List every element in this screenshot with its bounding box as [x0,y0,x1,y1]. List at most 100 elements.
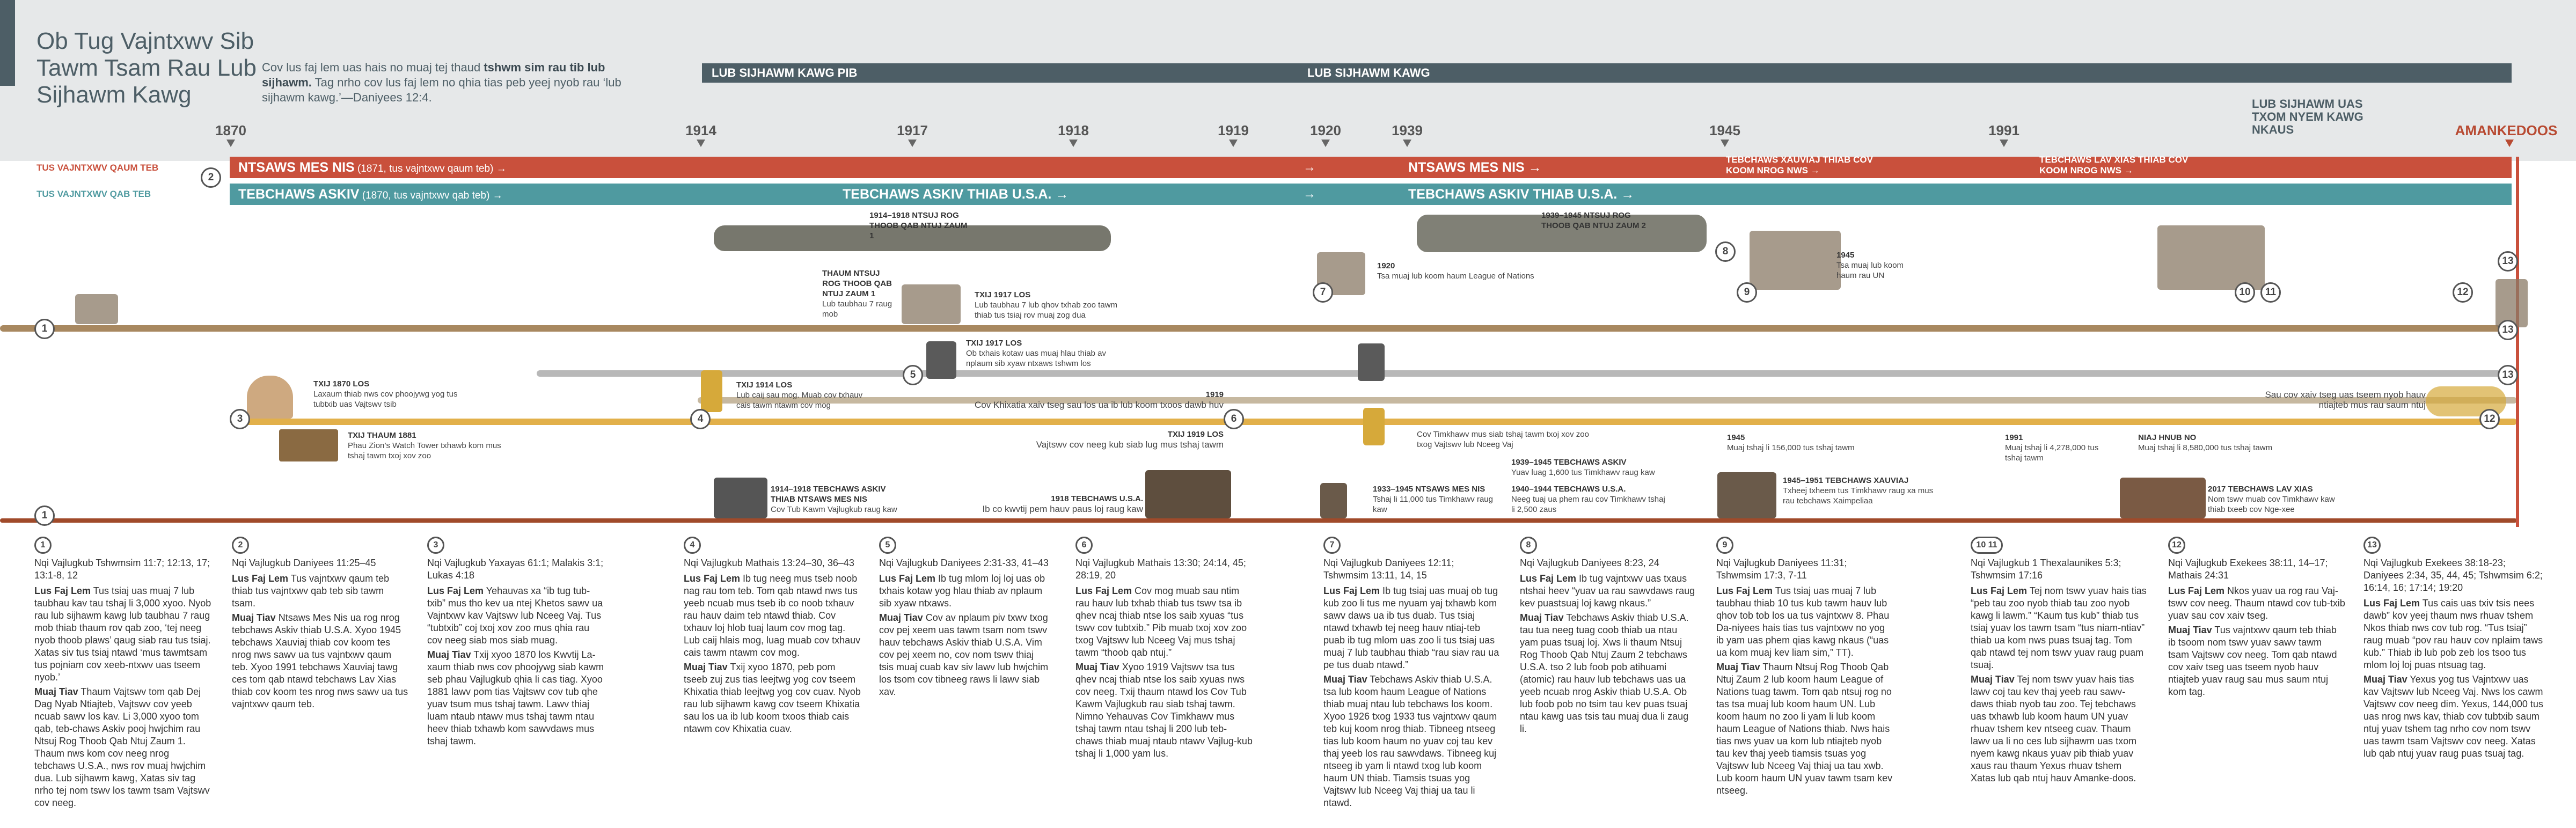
footnote-fulfillment: Tebchaws Askiv thiab U.S.A. tau tua neeg… [1520,612,1689,734]
armageddon-line [2516,157,2519,527]
label-king-south: TUS VAJNTXWV QAB TEB [36,189,151,199]
label-fulfillment: Muaj Tiav [1971,674,2015,685]
footnote-number: 5 [879,537,896,554]
footnote-1: 1 Nqi Vajlugkub Tshwmsim 11:7; 12:13, 17… [34,537,211,811]
label-fulfillment: Muaj Tiav [1716,662,1760,672]
train-illustration [1717,472,1776,518]
band-king-south: TEBCHAWS ASKIV (1870, tus vajntxwv qab t… [230,184,2512,205]
churches-illustration [2157,225,2265,290]
footnote-ref: Nqi Vajlugkub Daniyees 12:11; Tshwmsim 1… [1323,558,1454,581]
footnote-5: 5 Nqi Vajlugkub Daniyees 2:31-33, 41–43 … [879,537,1051,700]
footnote-ref: Nqi Vajlugkub Mathais 13:24–30, 36–43 [684,558,854,568]
event-title: 1914–1918 TEBCHAWS ASKIV THIAB NTSAWS ME… [771,485,886,504]
footnote-number: 4 [684,537,701,554]
footnote-prophecy: Tus vajntxwv qaum teb thiab tus vajntxwv… [232,573,390,609]
iron-feet-illustration [1358,343,1385,381]
year-marker [908,140,917,147]
north-band-soviet: TEBCHAWS XAUVIAJ THIAB COV KOOM NROG NWS… [1726,155,1873,175]
footnote-ref: Nqi Vajlugkub Yaxayas 61:1; Malakis 3:1;… [427,558,604,581]
footnote-ref: Nqi Vajlugkub Daniyees 8:23, 24 [1520,558,1659,568]
badge-8: 8 [1715,241,1736,262]
badge-13-image: 13 [2498,365,2518,385]
footnote-fulfillment: Txij xyoo 1870, peb pom tseeb zuj zus ti… [684,662,861,734]
badge-13-beast: 13 [2498,320,2518,340]
year-marker [697,140,705,147]
lane-beast [0,325,2517,332]
footnote-prophecy: Yehauvas xa “ib tug tub-txib” mus tho ke… [427,585,603,646]
south-band-anglo-american-2: TEBCHAWS ASKIV THIAB U.S.A. → [1408,187,1635,202]
label-fulfillment: Muaj Tiav [2168,625,2212,635]
ww2-illustration [1417,215,1707,252]
badge-5: 5 [903,365,923,385]
year-1919: 1919 [1218,122,1249,138]
event-text: Lub caij sau mog. Muab cov txhauv cais t… [736,391,863,410]
event-title: 1918 TEBCHAWS U.S.A. [1051,494,1143,503]
footnote-prophecy: Tus tsiaj uas muaj 7 lub taubhau thiab 1… [1716,585,1890,658]
footnote-3: 3 Nqi Vajlugkub Yaxayas 61:1; Malakis 3:… [427,537,604,750]
year-marker [2505,140,2514,147]
footnote-number: 12 [2168,537,2185,554]
label-fulfillment: Muaj Tiav [879,612,923,623]
label-prophecy: Lus Faj Lem [1075,585,1132,596]
event-text: Tsa muaj lub koom haum League of Nations [1377,272,1534,281]
event-text: Ib co kwvtij pem hauv paus loj raug kaw [982,504,1143,514]
year-1870: 1870 [215,122,246,138]
year-1917: 1917 [897,122,928,138]
badge-11: 11 [2260,282,2281,303]
event-persecution-1940: 1940–1944 TEBCHAWS U.S.A.Neeg tuaj ua ph… [1511,484,1667,515]
footnote-prophecy: Nkos yuav ua rog rau Vaj-tswv cov neeg. … [2168,585,2345,621]
intro-rest: Tag nrho cov lus faj lem no qhia tias pe… [262,76,621,104]
event-text: Tshaj li 11,000 tus Timkhawv raug kaw [1373,495,1493,514]
badge-3: 3 [230,409,250,429]
label-prophecy: Lus Faj Lem [879,573,936,584]
label-fulfillment: Muaj Tiav [427,649,471,660]
footnote-ref: Nqi Vajlugkub Mathais 13:30; 24:14, 45; … [1075,558,1246,581]
footnote-fulfillment: Thaum Ntsuj Rog Thoob Qab Ntuj Zaum 2 lu… [1716,662,1893,796]
footnote-fulfillment: Xyoo 1919 Vajtswv tsa tus qhev ncaj thia… [1075,662,1253,759]
event-text: Yuav luag 1,600 tus Timkhawv raug kaw [1511,468,1655,477]
label-fulfillment: Muaj Tiav [2363,674,2407,685]
event-text: Muaj tshaj li 156,000 tus tshaj tawm [1727,443,1855,452]
side-accent [0,0,15,86]
event-ww1: 1914–1918 NTSUJ ROG THOOB QAB NTUJ ZAUM … [869,210,971,241]
year-1939: 1939 [1392,122,1423,138]
year-armageddon: AMANKEDOOS [2455,122,2558,138]
label-fulfillment: Muaj Tiav [1323,674,1367,685]
north-band-germany: NTSAWS MES NIS [238,160,355,175]
year-1945: 1945 [1709,122,1740,138]
intro-text: Cov lus faj lem uas hais no muaj tej tha… [262,60,638,105]
year-1918: 1918 [1058,122,1089,138]
label-king-north: TUS VAJNTXWV QAUM TEB [36,163,159,173]
event-text: Cov Khixatia xaiv tseg sau los ua ib lub… [975,400,1224,410]
event-title: 2017 TEBCHAWS LAV XIAS [2208,485,2313,494]
badge-12-preaching: 12 [2479,409,2500,429]
north-band-germany-note: (1871, tus vajntxwv qaum teb) → [354,163,507,174]
footnote-number: 1 [34,537,52,554]
footnote-ref: Nqi Vajlugkub Daniyees 2:31-33, 41–43 [879,558,1049,568]
footnote-number: 9 [1716,537,1733,554]
footnote-ref: Nqi Vajlugkub 1 Thexalaunikes 5:3; Tshwm… [1971,558,2121,581]
badge-13: 13 [2498,251,2518,272]
badge-7: 7 [1313,282,1333,303]
prisoner-illustration [1320,483,1347,518]
intro-bold: tshwm sim rau tib lub sijhawm. [262,61,605,89]
event-persecution-1918: 1918 TEBCHAWS U.S.A.Ib co kwvtij pem hau… [977,494,1143,514]
event-ww2: 1939–1945 NTSUJ ROG THOOB QAB NTUJ ZAUM … [1541,210,1654,231]
footnote-13: 13 Nqi Vajlugkub Exekees 38:18-23; Daniy… [2363,537,2546,762]
badge-12: 12 [2453,282,2473,303]
footnote-ref: Nqi Vajlugkub Exekees 38:11, 14–17; Math… [2168,558,2328,581]
label-prophecy: Lus Faj Lem [232,573,289,584]
wheat-illustration [701,370,722,412]
event-text: Cov Tub Kawm Vajlugkub raug kaw [771,505,897,514]
russell-portrait [247,376,293,419]
event-title: TXIJ THAUM 1881 [348,431,416,440]
